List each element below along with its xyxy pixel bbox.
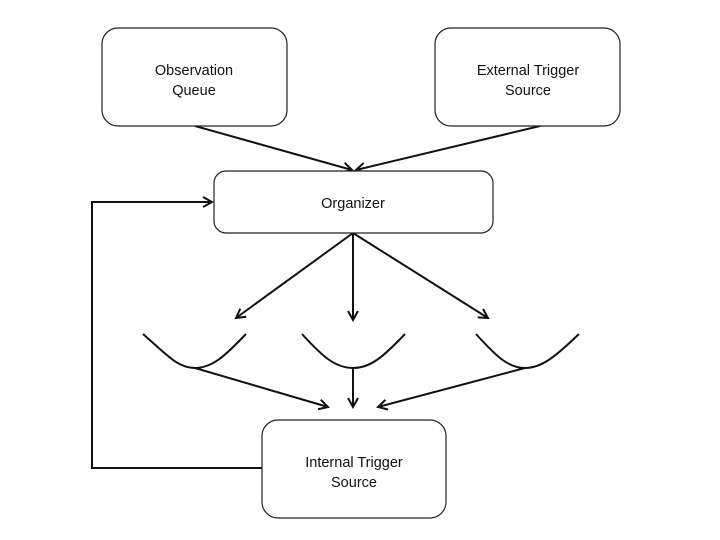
edge-external-trigger-to-organizer	[356, 125, 541, 170]
edge-branch-1-to-internal-trigger	[194, 367, 328, 407]
branch-curve-1	[142, 333, 247, 370]
node-external-trigger-source-label-line-1: External Trigger	[477, 63, 580, 79]
node-observation-queue: Observation Queue	[101, 27, 288, 127]
branch-curve-3	[475, 333, 580, 370]
node-external-trigger-source-label-line-2: Source	[505, 83, 551, 99]
node-observation-queue-label-line-1: Observation	[155, 63, 233, 79]
edge-branch-3-to-internal-trigger	[378, 367, 526, 407]
node-internal-trigger-source-label-line-2: Source	[331, 475, 377, 491]
edge-organizer-to-branch-1	[236, 232, 354, 318]
edge-organizer-to-branch-3	[352, 232, 488, 318]
branch-curve-2	[301, 333, 406, 370]
node-internal-trigger-source-label-line-1: Internal Trigger	[305, 455, 403, 471]
node-internal-trigger-source: Internal Trigger Source	[261, 419, 447, 519]
node-organizer: Organizer	[213, 170, 494, 234]
edge-observation-queue-to-organizer	[194, 125, 352, 170]
edge-feedback-loop-internal-to-organizer	[91, 202, 262, 469]
node-observation-queue-label-line-2: Queue	[172, 83, 216, 99]
node-external-trigger-source: External Trigger Source	[434, 27, 621, 127]
node-organizer-label: Organizer	[321, 196, 385, 212]
